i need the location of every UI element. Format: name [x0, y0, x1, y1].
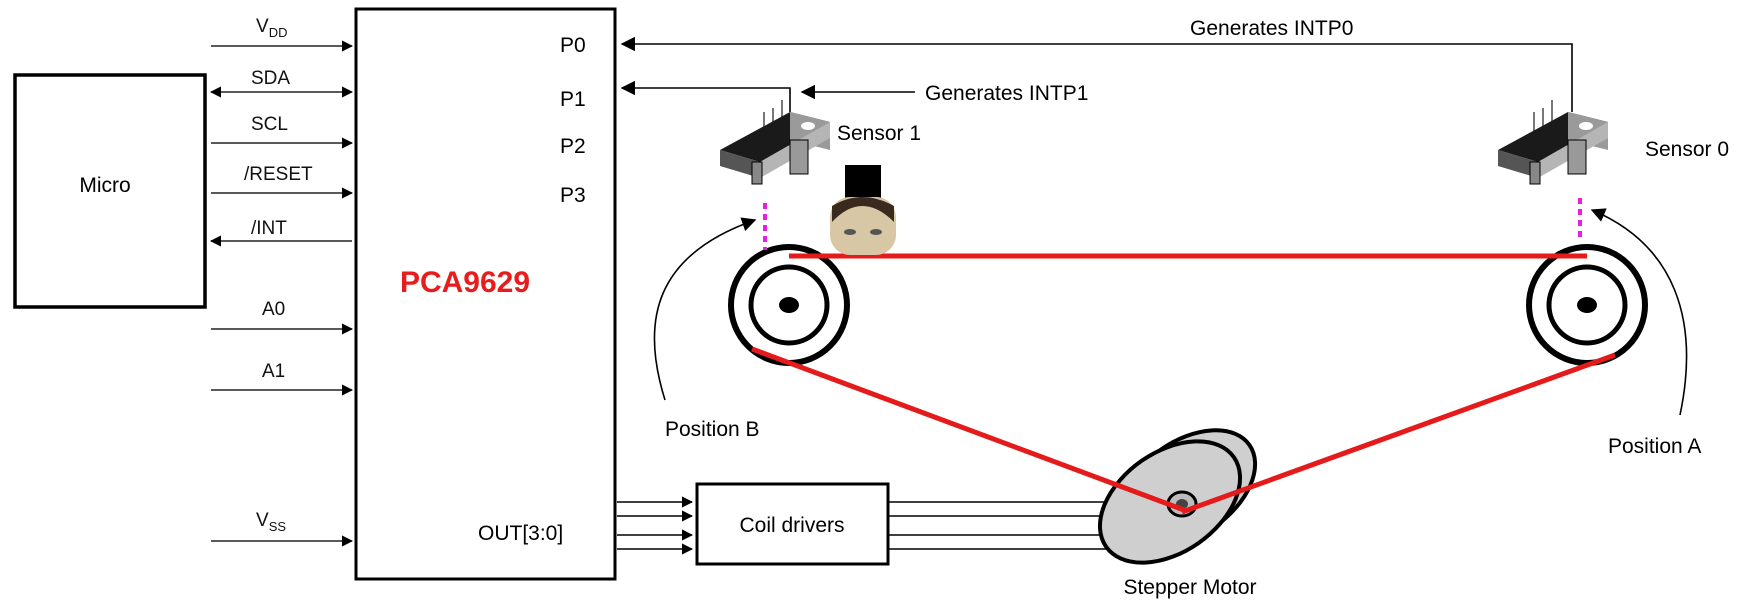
p2-label: P2 — [560, 135, 586, 158]
sensor-1-label: Sensor 1 — [837, 122, 921, 145]
a0-label: A0 — [262, 299, 285, 320]
vdd-label: VDD — [256, 16, 287, 40]
sda-label: SDA — [251, 68, 290, 89]
right-pin-labels: P0 P1 P2 P3 OUT[3:0] — [478, 34, 586, 545]
sensor-0-label: Sensor 0 — [1645, 138, 1729, 161]
pulley-left — [728, 244, 850, 366]
position-a: Position A — [1590, 208, 1701, 458]
carriage — [830, 165, 896, 255]
reset-label: /RESET — [244, 164, 313, 185]
intp1-label: Generates INTP1 — [925, 82, 1088, 105]
vss-label: VSS — [256, 510, 286, 534]
scl-label: SCL — [251, 114, 288, 135]
chip-title: PCA9629 — [400, 266, 530, 299]
p3-label: P3 — [560, 184, 586, 207]
intp1-connection: Generates INTP1 — [620, 80, 1088, 112]
p1-label: P1 — [560, 88, 586, 111]
intp0-connection: Generates INTP0 — [620, 17, 1573, 112]
left-pin-signals: VDD SDA SCL /RESET /INT A0 A1 VSS — [209, 16, 354, 547]
micro-label: Micro — [79, 174, 130, 197]
micro-block: Micro — [13, 73, 207, 309]
position-b: Position B — [653, 217, 760, 441]
motor-wires — [888, 501, 1130, 550]
p0-label: P0 — [560, 34, 586, 57]
out-bus — [617, 496, 694, 555]
coil-drivers-label: Coil drivers — [739, 514, 844, 537]
belt — [751, 253, 1616, 515]
intp0-label: Generates INTP0 — [1190, 17, 1353, 40]
coil-drivers-block: Coil drivers — [695, 482, 890, 566]
pca9629-chip: PCA9629 — [354, 7, 617, 581]
int-label: /INT — [251, 218, 287, 239]
stepper-motor-label: Stepper Motor — [1123, 576, 1256, 599]
position-b-label: Position B — [665, 418, 760, 441]
stepper-motor: Stepper Motor — [1097, 428, 1258, 599]
sensor-1: Sensor 1 — [720, 100, 921, 185]
a1-label: A1 — [262, 361, 285, 382]
out-label: OUT[3:0] — [478, 522, 563, 545]
pulley-right — [1526, 244, 1648, 366]
sensor-0: Sensor 0 — [1498, 100, 1729, 185]
position-a-label: Position A — [1608, 435, 1701, 458]
